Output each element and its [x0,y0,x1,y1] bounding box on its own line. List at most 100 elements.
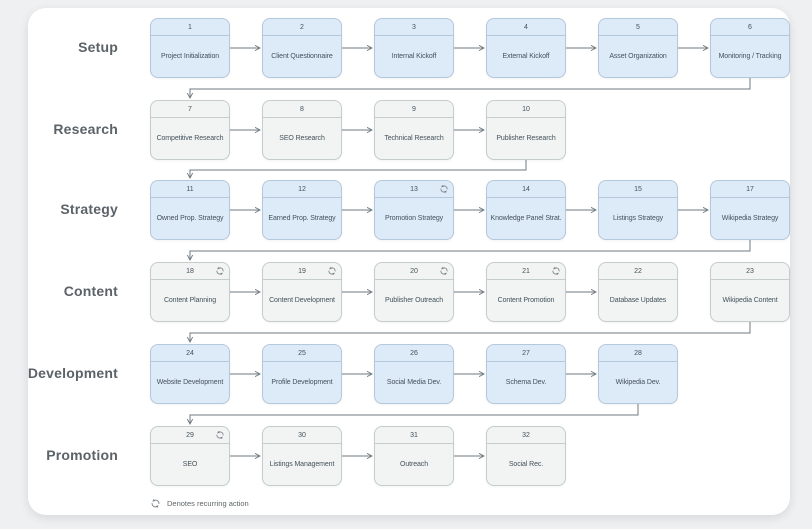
node-label: Technical Research [384,135,444,142]
node-number: 30 [298,431,306,439]
node-number: 11 [186,185,194,193]
node-header: 8 [263,101,341,118]
node-label: Wikipedia Content [722,297,778,304]
node-content-development[interactable]: 19 Content Development [262,262,342,322]
node-body: Social Rec. [487,444,565,485]
node-header: 1 [151,19,229,36]
node-number: 5 [636,23,640,31]
node-schema-dev[interactable]: 27 Schema Dev. [486,344,566,404]
node-body: Publisher Outreach [375,280,453,321]
node-label: Website Development [156,379,224,386]
node-publisher-research[interactable]: 10 Publisher Research [486,100,566,160]
node-label: Database Updates [609,297,667,304]
node-monitoring-tracking[interactable]: 6 Monitoring / Tracking [710,18,790,78]
node-external-kickoff[interactable]: 4 External Kickoff [486,18,566,78]
node-header: 6 [711,19,789,36]
recurring-icon [215,430,225,440]
node-body: Internal Kickoff [375,36,453,77]
node-technical-research[interactable]: 9 Technical Research [374,100,454,160]
node-label: Content Development [269,297,335,304]
node-project-initialization[interactable]: 1 Project Initialization [150,18,230,78]
node-social-rec[interactable]: 32 Social Rec. [486,426,566,486]
node-body: Schema Dev. [487,362,565,403]
node-body: Client Questionnaire [263,36,341,77]
row-label-content: Content [63,283,118,299]
node-seo-research[interactable]: 8 SEO Research [262,100,342,160]
node-number: 2 [300,23,304,31]
recurring-icon [439,184,449,194]
node-internal-kickoff[interactable]: 3 Internal Kickoff [374,18,454,78]
recurring-icon [150,498,161,509]
node-body: Listings Strategy [599,198,677,239]
node-label: External Kickoff [502,53,550,60]
node-number: 9 [412,105,416,113]
node-content-planning[interactable]: 18 Content Planning [150,262,230,322]
node-number: 23 [746,267,754,275]
node-number: 26 [410,349,418,357]
node-owned-prop-strategy[interactable]: 11 Owned Prop. Strategy [150,180,230,240]
node-body: Social Media Dev. [375,362,453,403]
node-header: 10 [487,101,565,118]
legend-text: Denotes recurring action [167,499,249,508]
node-label: Wikipedia Dev. [615,379,661,386]
node-label: Listings Management [269,461,335,468]
node-body: Monitoring / Tracking [711,36,789,77]
node-outreach[interactable]: 31 Outreach [374,426,454,486]
node-number: 25 [298,349,306,357]
node-listings-management[interactable]: 30 Listings Management [262,426,342,486]
recurring-icon [327,266,337,276]
node-body: Promotion Strategy [375,198,453,239]
legend: Denotes recurring action [150,498,249,509]
node-header: 11 [151,181,229,198]
node-database-updates[interactable]: 22 Database Updates [598,262,678,322]
node-label: Owned Prop. Strategy [156,215,224,222]
node-content-promotion[interactable]: 21 Content Promotion [486,262,566,322]
node-social-media-dev[interactable]: 26 Social Media Dev. [374,344,454,404]
node-website-development[interactable]: 24 Website Development [150,344,230,404]
row-label-research: Research [53,121,118,137]
node-header: 25 [263,345,341,362]
node-header: 24 [151,345,229,362]
node-body: Content Development [263,280,341,321]
node-listings-strategy[interactable]: 15 Listings Strategy [598,180,678,240]
node-header: 17 [711,181,789,198]
node-asset-organization[interactable]: 5 Asset Organization [598,18,678,78]
node-header: 2 [263,19,341,36]
node-profile-development[interactable]: 25 Profile Development [262,344,342,404]
node-label: SEO [182,461,198,468]
node-label: Promotion Strategy [384,215,444,222]
node-body: Knowledge Panel Strat. [487,198,565,239]
node-label: Publisher Outreach [384,297,444,304]
node-promotion-strategy[interactable]: 13 Promotion Strategy [374,180,454,240]
node-earned-prop-strategy[interactable]: 12 Earned Prop. Strategy [262,180,342,240]
node-header: 15 [599,181,677,198]
node-wikipedia-strategy[interactable]: 17 Wikipedia Strategy [710,180,790,240]
node-body: SEO Research [263,118,341,159]
node-seo[interactable]: 29 SEO [150,426,230,486]
node-label: Asset Organization [609,53,667,60]
node-body: Database Updates [599,280,677,321]
node-label: Social Rec. [508,461,544,468]
node-competitive-research[interactable]: 7 Competitive Research [150,100,230,160]
node-publisher-outreach[interactable]: 20 Publisher Outreach [374,262,454,322]
flowchart-canvas: Setup Research Strategy Content Developm… [28,8,790,515]
node-header: 28 [599,345,677,362]
node-label: Social Media Dev. [386,379,442,386]
row-label-development: Development [27,365,118,381]
recurring-icon [439,266,449,276]
node-wikipedia-content[interactable]: 23 Wikipedia Content [710,262,790,322]
node-knowledge-panel-strategy[interactable]: 14 Knowledge Panel Strat. [486,180,566,240]
node-label: Outreach [400,461,428,468]
node-client-questionnaire[interactable]: 2 Client Questionnaire [262,18,342,78]
node-header: 4 [487,19,565,36]
node-label: Competitive Research [156,135,224,142]
node-number: 14 [522,185,530,193]
node-label: Publisher Research [496,135,556,142]
node-number: 10 [522,105,530,113]
node-header: 29 [151,427,229,444]
node-body: Earned Prop. Strategy [263,198,341,239]
node-wikipedia-dev[interactable]: 28 Wikipedia Dev. [598,344,678,404]
node-label: Profile Development [271,379,333,386]
node-label: Content Promotion [497,297,555,304]
node-body: Publisher Research [487,118,565,159]
